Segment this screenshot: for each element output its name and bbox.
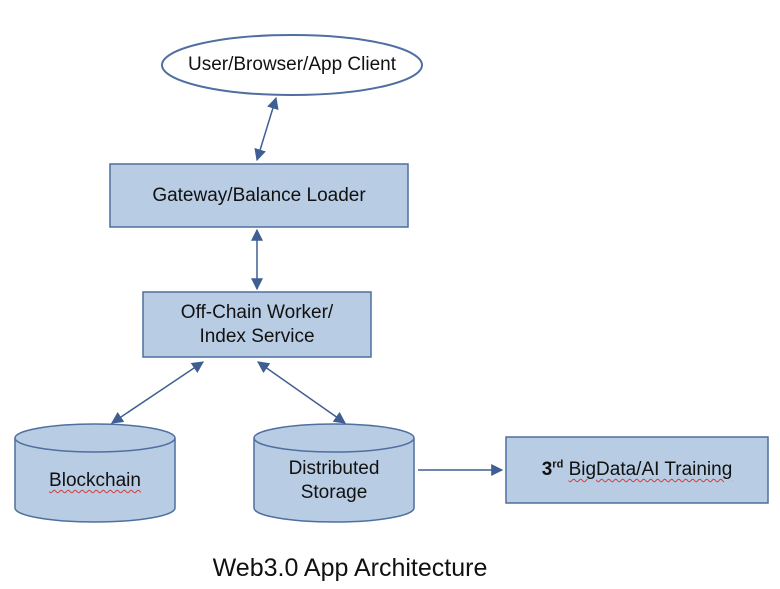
storage-node-shape [253, 423, 415, 523]
worker-node-shape [142, 291, 372, 358]
gateway-node-shape [109, 163, 409, 228]
edge-client-gateway [254, 96, 279, 162]
diagram-caption: Web3.0 App Architecture [212, 554, 488, 582]
edge-worker-blockchain [111, 361, 204, 424]
blockchain-node-shape [14, 423, 176, 523]
edge-worker-storage [257, 361, 346, 424]
client-node-shape [161, 34, 423, 96]
bigdata-node-shape [505, 436, 769, 504]
